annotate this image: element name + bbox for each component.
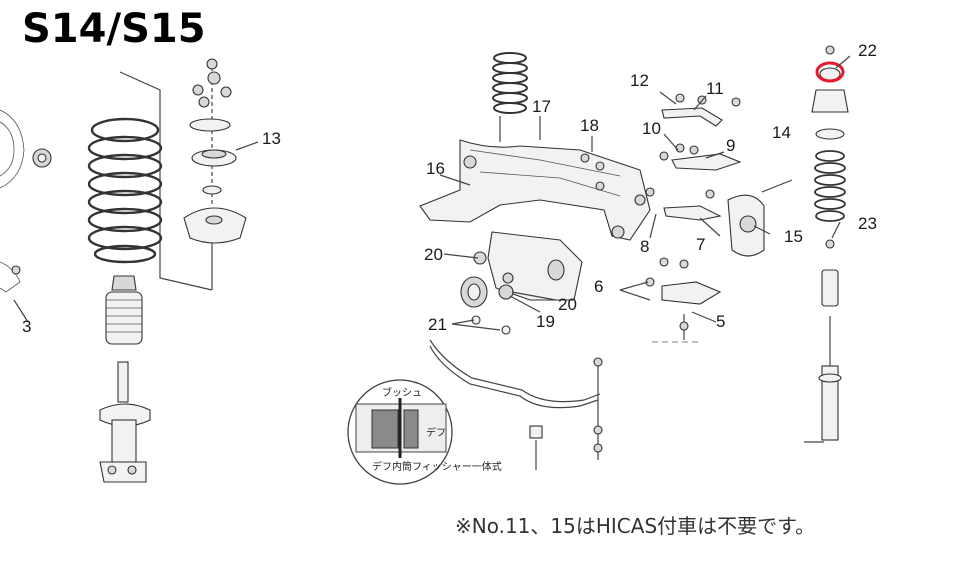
rear-arms	[645, 93, 742, 343]
page-title: S14/S15	[22, 6, 206, 52]
callout-18: 18	[580, 116, 599, 135]
rear-shock-assembly	[804, 45, 849, 443]
callout-21: 21	[428, 315, 447, 334]
rear-subframe	[419, 139, 651, 241]
callout-20-upper: 20	[424, 245, 443, 264]
highlighted-part-22	[815, 61, 845, 83]
callout-12: 12	[630, 71, 649, 90]
front-knuckle-part	[0, 109, 52, 323]
callout-15: 15	[784, 227, 803, 246]
callout-20-lower: 20	[558, 295, 577, 314]
stabilizer-bar	[429, 339, 603, 470]
inset-label-bottom: デフ内筒フィッシャー一体式	[372, 460, 502, 473]
callout-17: 17	[532, 97, 551, 116]
callout-6: 6	[594, 277, 604, 296]
footnote: ※No.11、15はHICAS付車は不要です。	[455, 514, 816, 538]
front-coil-spring	[87, 71, 213, 291]
inset-label-top: ブッシュ	[382, 386, 422, 399]
callout-11: 11	[706, 79, 724, 98]
callout-5: 5	[716, 312, 726, 331]
bushing-inset: ブッシュ デフ デフ内筒フィッシャー一体式	[347, 379, 502, 485]
callout-23: 23	[858, 214, 877, 233]
front-bump-boot	[105, 275, 143, 345]
callout-7: 7	[696, 235, 706, 254]
front-top-mount	[183, 58, 259, 244]
front-strut	[99, 361, 151, 483]
rear-knuckle	[727, 179, 793, 257]
callout-19: 19	[536, 312, 555, 331]
callout-10: 10	[642, 119, 661, 138]
callout-3: 3	[22, 317, 32, 336]
rear-differential	[460, 231, 583, 335]
callout-22: 22	[858, 41, 877, 60]
callout-leaders	[443, 55, 851, 331]
callout-16: 16	[426, 159, 445, 178]
inset-label-right: デフ	[426, 426, 446, 439]
callout-13: 13	[262, 129, 281, 148]
rear-upper-spring	[492, 52, 528, 142]
callout-9: 9	[726, 136, 736, 155]
callout-14: 14	[772, 123, 791, 142]
callout-8: 8	[640, 237, 650, 256]
